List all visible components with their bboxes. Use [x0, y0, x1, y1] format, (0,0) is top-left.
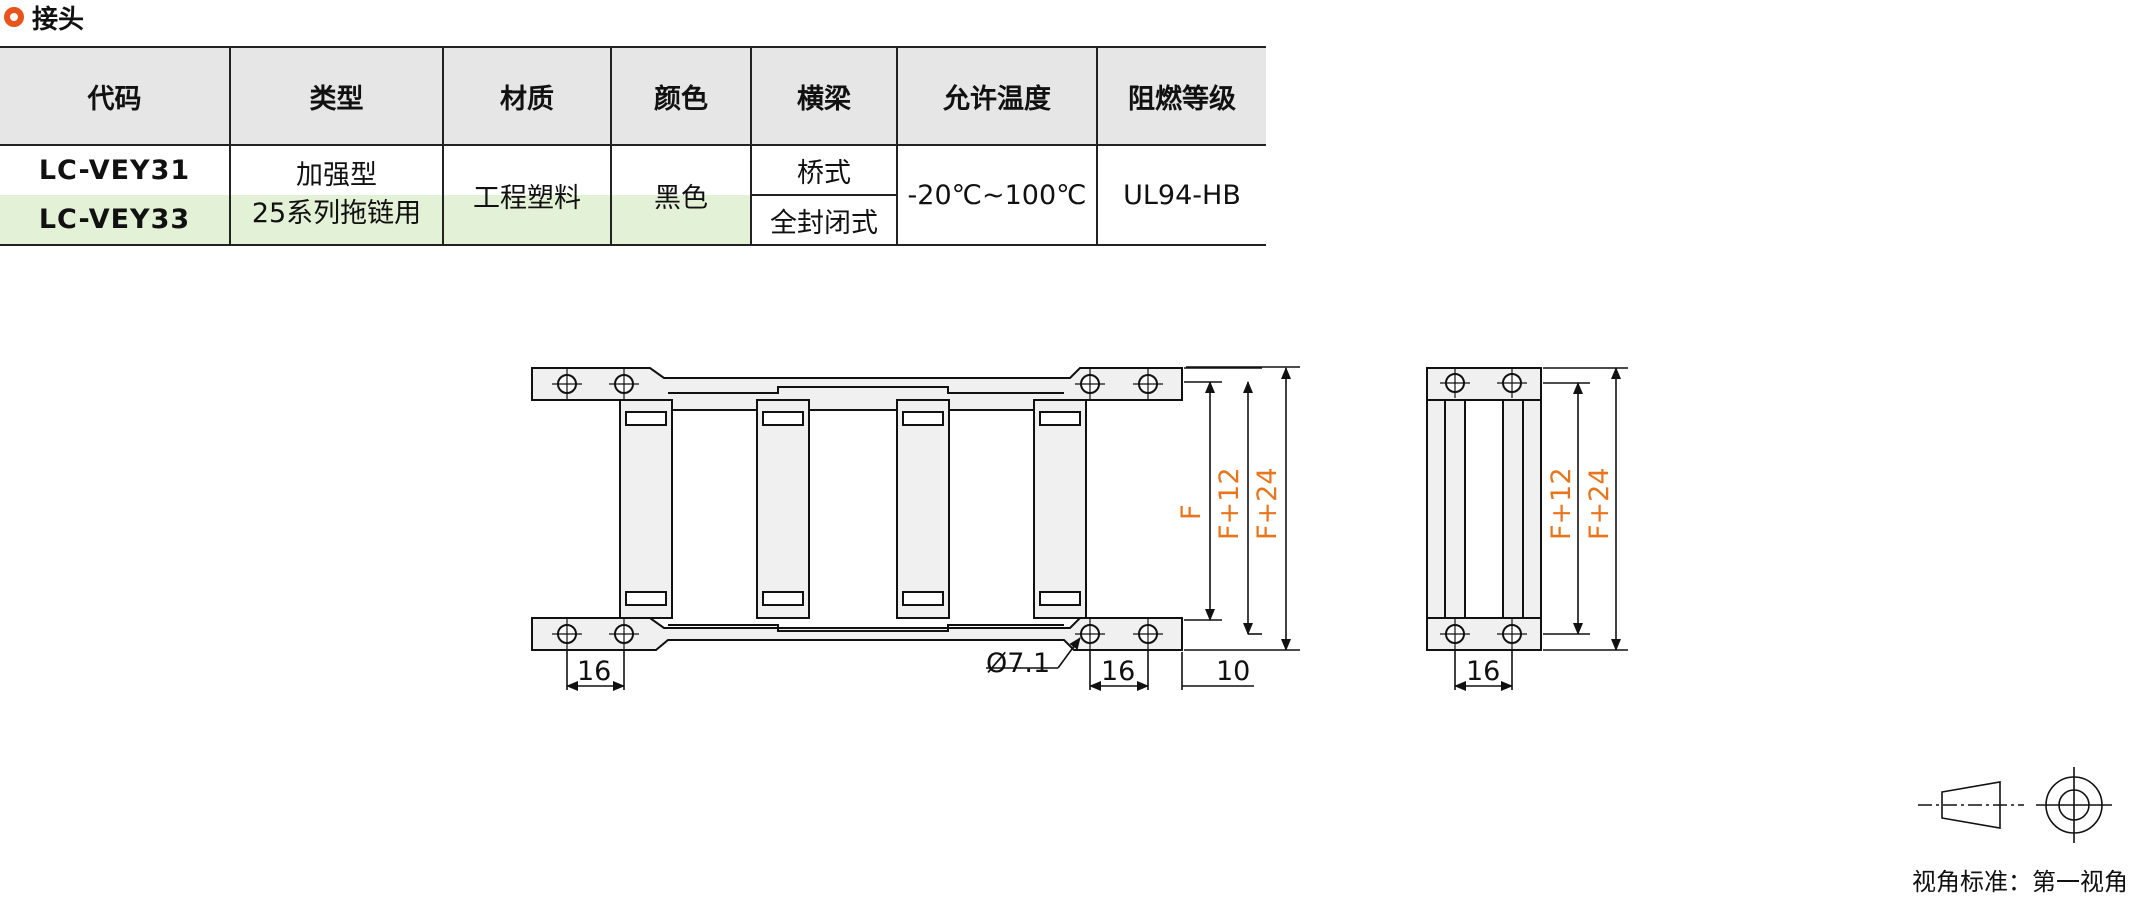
header-beam: 横梁 [750, 46, 897, 146]
section-heading: 接头 [0, 0, 85, 35]
color-cell: 黑色 [610, 145, 751, 245]
bottom-rail [531, 617, 1183, 651]
spec-table: 代码 类型 材质 颜色 横梁 允许温度 阻燃等级 LC-VEY31 加强型 25… [0, 46, 1266, 246]
flame-rating-cell: UL94-HB [1096, 145, 1266, 245]
first-angle-projection-icon [1918, 767, 2112, 843]
code-cell: LC-VEY31 [38, 155, 191, 186]
projection-caption: 视角标准：第一视角 [1912, 868, 2128, 896]
code-cell: LC-VEY33 [0, 195, 230, 245]
crossbar [756, 399, 810, 619]
header-type: 类型 [229, 46, 443, 146]
front-dimensions [1184, 366, 1300, 651]
type-line-1: 加强型 [296, 160, 377, 191]
header-material: 材质 [442, 46, 611, 146]
header-temperature: 允许温度 [896, 46, 1097, 146]
temperature-cell: -20℃~100℃ [896, 145, 1097, 245]
front-view [531, 367, 1183, 651]
crossbar [1033, 399, 1087, 619]
header-flame-rating: 阻燃等级 [1096, 46, 1266, 146]
side-dim-F24-label: F+24 [1584, 467, 1615, 540]
side-view [1426, 367, 1542, 651]
dim-offset: 10 [1216, 656, 1250, 687]
beam-cell: 桥式 [750, 145, 897, 196]
dim-hole-diameter: Ø7.1 [986, 648, 1050, 679]
header-color: 颜色 [610, 46, 751, 146]
dim-F24-label: F+24 [1252, 467, 1283, 540]
material-cell: 工程塑料 [442, 145, 611, 245]
crossbar [619, 399, 673, 619]
dim-F-label: F [1176, 504, 1207, 520]
header-code: 代码 [0, 46, 230, 146]
side-dim-F12-label: F+12 [1546, 467, 1577, 540]
dim-pitch-left: 16 [577, 656, 611, 687]
side-dim-pitch: 16 [1466, 656, 1500, 687]
dim-F12-label: F+12 [1214, 467, 1245, 540]
section-title: 接头 [32, 4, 85, 35]
side-dimensions [1454, 367, 1628, 691]
dim-pitch-right: 16 [1101, 656, 1135, 687]
bottom-dimensions [566, 637, 1254, 691]
bullet-ring-icon [4, 7, 24, 27]
crossbar [896, 399, 950, 619]
table-row: LC-VEY31 加强型 25系列拖链用 工程塑料 黑色 桥式 -20℃~100… [0, 145, 1266, 245]
beam-cell: 全封闭式 [750, 195, 897, 245]
table-header-row: 代码 类型 材质 颜色 横梁 允许温度 阻燃等级 [0, 46, 1266, 146]
type-cell: 加强型 25系列拖链用 [229, 145, 443, 245]
type-line-2: 25系列拖链用 [251, 198, 422, 229]
